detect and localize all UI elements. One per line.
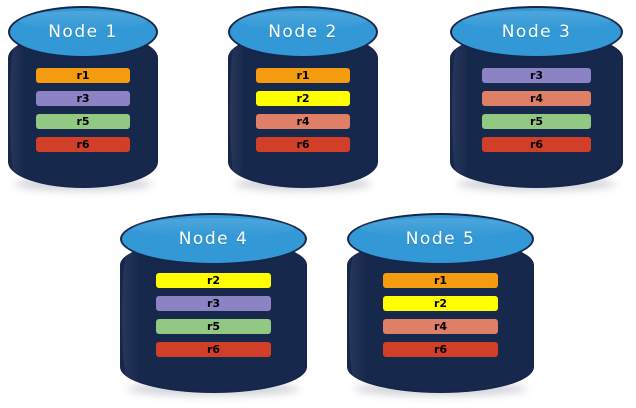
node-title: Node 2 [268, 22, 338, 42]
node-top-ellipse: Node 2 [228, 6, 378, 58]
replica-label: r4 [529, 92, 544, 105]
database-node-4[interactable]: Node 4 r2 r3 r5 r6 [120, 213, 307, 396]
replica-bar-r6[interactable]: r6 [156, 342, 271, 357]
node-title: Node 5 [405, 229, 476, 249]
replica-label: r5 [529, 115, 544, 128]
database-node-3[interactable]: Node 3 r3 r4 r5 r6 [450, 6, 623, 191]
replica-list: r1 r3 r5 r6 [8, 68, 158, 152]
replica-label: r3 [76, 92, 90, 105]
node-body [8, 32, 158, 188]
replica-bar-r2[interactable]: r2 [156, 273, 271, 288]
replica-bar-r3[interactable]: r3 [156, 296, 271, 311]
replica-bar-r3[interactable]: r3 [36, 91, 130, 106]
replica-list: r2 r3 r5 r6 [120, 273, 307, 357]
database-node-1[interactable]: Node 1 r1 r3 r5 r6 [8, 6, 158, 191]
replica-label: r6 [206, 343, 221, 356]
replica-list: r1 r2 r4 r6 [347, 273, 534, 357]
replica-bar-r2[interactable]: r2 [256, 91, 350, 106]
replica-label: r5 [76, 115, 90, 128]
replica-label: r6 [296, 138, 310, 151]
database-node-5[interactable]: Node 5 r1 r2 r4 r6 [347, 213, 534, 396]
node-title: Node 3 [501, 22, 572, 42]
replica-bar-r3[interactable]: r3 [482, 68, 591, 83]
replica-bar-r1[interactable]: r1 [256, 68, 350, 83]
replica-bar-r6[interactable]: r6 [482, 137, 591, 152]
node-top-ellipse: Node 1 [8, 6, 158, 58]
database-node-2[interactable]: Node 2 r1 r2 r4 r6 [228, 6, 378, 191]
replica-bar-r5[interactable]: r5 [156, 319, 271, 334]
replica-bar-r4[interactable]: r4 [256, 114, 350, 129]
node-top-ellipse: Node 5 [347, 213, 534, 265]
node-title: Node 1 [48, 22, 118, 42]
replica-label: r3 [206, 297, 221, 310]
replica-list: r1 r2 r4 r6 [228, 68, 378, 152]
replica-bar-r4[interactable]: r4 [482, 91, 591, 106]
replica-bar-r4[interactable]: r4 [383, 319, 498, 334]
replica-bar-r6[interactable]: r6 [256, 137, 350, 152]
replica-bar-r1[interactable]: r1 [36, 68, 130, 83]
replica-label: r5 [206, 320, 221, 333]
node-top-ellipse: Node 4 [120, 213, 307, 265]
replica-bar-r6[interactable]: r6 [36, 137, 130, 152]
replica-label: r6 [529, 138, 544, 151]
replica-label: r1 [296, 69, 310, 82]
replica-bar-r2[interactable]: r2 [383, 296, 498, 311]
replica-label: r1 [433, 274, 448, 287]
replica-label: r6 [433, 343, 448, 356]
replica-label: r1 [76, 69, 90, 82]
node-top-ellipse: Node 3 [450, 6, 623, 58]
replica-bar-r6[interactable]: r6 [383, 342, 498, 357]
replica-label: r3 [529, 69, 544, 82]
node-body [120, 239, 307, 393]
replica-bar-r5[interactable]: r5 [482, 114, 591, 129]
replica-bar-r1[interactable]: r1 [383, 273, 498, 288]
replica-label: r2 [206, 274, 221, 287]
replica-label: r4 [433, 320, 448, 333]
replica-bar-r5[interactable]: r5 [36, 114, 130, 129]
replica-label: r6 [76, 138, 90, 151]
replica-list: r3 r4 r5 r6 [450, 68, 623, 152]
replica-label: r2 [433, 297, 448, 310]
replica-label: r2 [296, 92, 310, 105]
node-title: Node 4 [178, 229, 249, 249]
replica-label: r4 [296, 115, 310, 128]
